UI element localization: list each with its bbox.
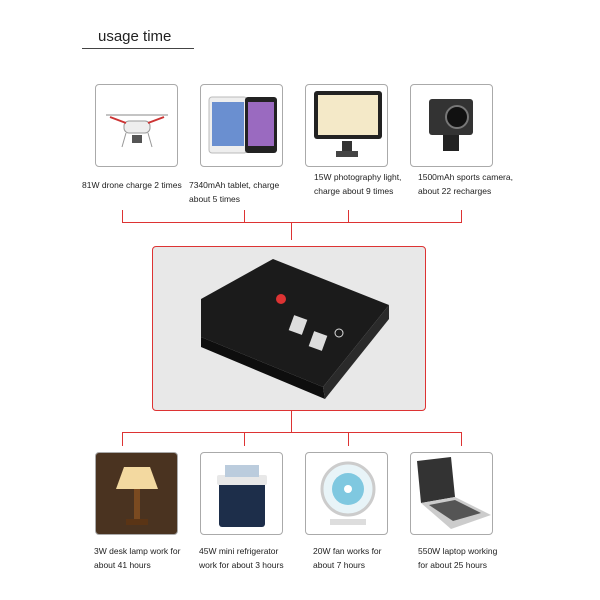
mini-refrigerator-icon bbox=[217, 465, 267, 527]
title-underline bbox=[82, 48, 194, 49]
sports-camera-image bbox=[410, 84, 493, 167]
photography-light-caption: 15W photography light, charge about 9 ti… bbox=[314, 172, 402, 196]
power-station-image bbox=[152, 246, 426, 411]
photography-light-image bbox=[305, 84, 388, 167]
fan-icon bbox=[320, 461, 376, 525]
drone-caption: 81W drone charge 2 times bbox=[82, 180, 182, 190]
sports-camera-caption: 1500mAh sports camera, about 22 recharge… bbox=[418, 172, 513, 196]
desk-lamp-image bbox=[95, 452, 178, 535]
desk-lamp-caption: 3W desk lamp work for about 41 hours bbox=[94, 546, 181, 570]
drone-icon bbox=[106, 114, 168, 148]
photography-light-icon bbox=[314, 91, 382, 157]
fan-image bbox=[305, 452, 388, 535]
laptop-icon bbox=[417, 457, 491, 529]
laptop-caption: 550W laptop working for about 25 hours bbox=[418, 546, 498, 570]
tablet-image bbox=[200, 84, 283, 167]
drone-image bbox=[95, 84, 178, 167]
sports-camera-icon bbox=[429, 99, 473, 151]
mini-refrigerator-image bbox=[200, 452, 283, 535]
section-title: usage time bbox=[98, 28, 172, 45]
mini-refrigerator-caption: 45W mini refrigerator work for about 3 h… bbox=[199, 546, 284, 570]
desk-lamp-icon bbox=[116, 467, 158, 525]
tablet-icon bbox=[208, 96, 277, 154]
fan-caption: 20W fan works for about 7 hours bbox=[313, 546, 382, 570]
laptop-image bbox=[410, 452, 493, 535]
tablet-caption: 7340mAh tablet, charge about 5 times bbox=[189, 180, 280, 204]
power-station-icon bbox=[201, 259, 389, 399]
